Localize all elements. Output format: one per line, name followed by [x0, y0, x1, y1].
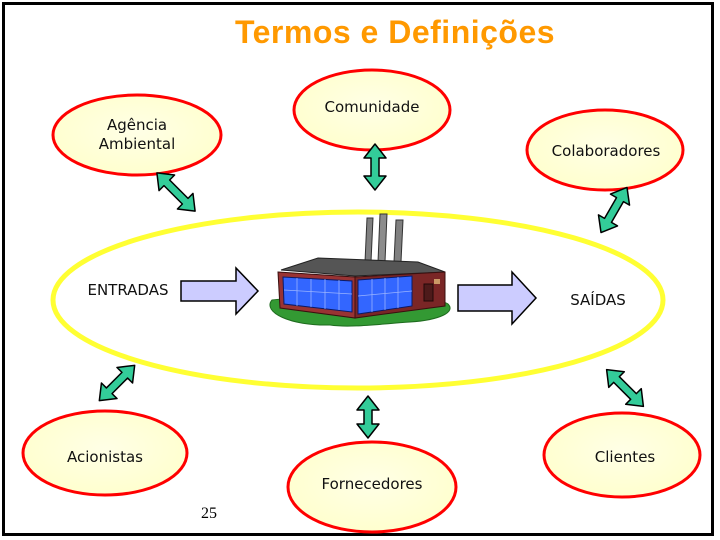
factory-icon — [269, 213, 451, 327]
flow-label-entradas: ENTRADAS — [87, 281, 169, 299]
double-arrow-icon — [156, 172, 196, 212]
double-arrow-icon — [98, 364, 136, 402]
bubble-colaboradores — [525, 108, 685, 192]
node-label-comunidade: Comunidade — [324, 98, 420, 116]
node-label-agencia-ambiental: Agência Ambiental — [77, 116, 197, 154]
organization-boundary-ellipse — [50, 209, 666, 391]
node-label-colaboradores: Colaboradores — [551, 142, 661, 160]
slide-title: Termos e Definições — [234, 14, 556, 50]
page-number: 25 — [201, 505, 217, 522]
slide-border — [2, 2, 714, 536]
saidas-arrow-icon — [457, 270, 538, 326]
flow-label-saidas: SAÍDAS — [570, 291, 626, 309]
entradas-arrow-icon — [180, 266, 260, 316]
node-label-fornecedores: Fornecedores — [321, 475, 423, 493]
bubble-agencia-ambiental — [51, 93, 223, 177]
double-arrow-icon — [363, 143, 387, 191]
bubble-acionistas — [21, 409, 189, 497]
double-arrow-icon — [605, 368, 645, 408]
double-arrow-icon — [356, 395, 380, 439]
node-label-clientes: Clientes — [594, 448, 656, 466]
bubble-fornecedores — [286, 440, 458, 534]
node-label-agencia-line1: Agência — [106, 116, 168, 134]
bubble-clientes — [542, 411, 702, 499]
double-arrow-icon — [597, 186, 631, 234]
node-label-acionistas: Acionistas — [67, 448, 143, 466]
node-label-agencia-line2: Ambiental — [98, 135, 176, 153]
